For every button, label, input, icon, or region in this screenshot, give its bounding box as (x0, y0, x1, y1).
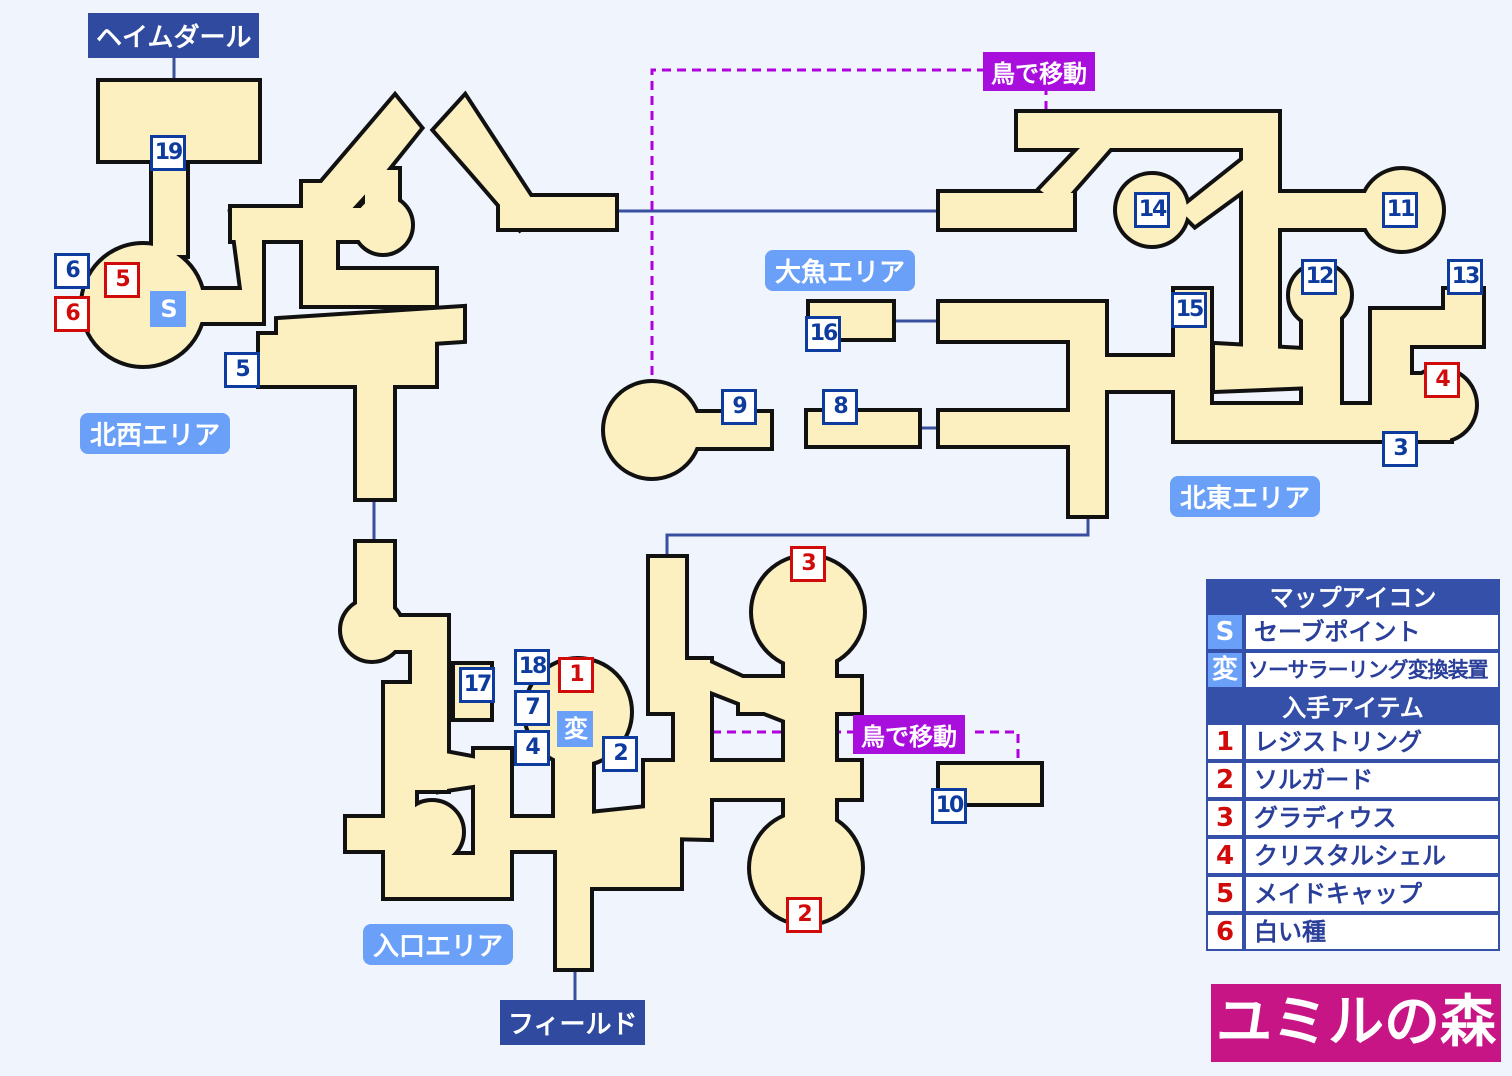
legend-label: グラディウス (1246, 801, 1498, 835)
legend-items-header: 入手アイテム (1282, 694, 1424, 722)
room-shape (590, 850, 680, 887)
item-marker[interactable]: 2 (786, 897, 822, 933)
room-shape (1105, 357, 1175, 390)
legend-icons-header: マップアイコン (1269, 584, 1437, 612)
item-marker[interactable]: 4 (1424, 362, 1460, 398)
chest-marker[interactable]: 6 (54, 253, 90, 289)
ring-transformer-marker[interactable]: 変 (557, 711, 593, 747)
item-marker[interactable]: 5 (104, 262, 140, 298)
legend-key: S (1208, 615, 1242, 649)
chest-marker[interactable]: 11 (1382, 192, 1418, 228)
map-title: ユミルの森 (1211, 984, 1501, 1062)
legend-key: 変 (1208, 653, 1242, 687)
exit-heimdall[interactable]: ヘイムダール (88, 13, 260, 58)
room-shape (940, 412, 1070, 445)
room-shape (1180, 160, 1243, 225)
legend-label: ソルガード (1246, 763, 1498, 797)
room-shape (940, 193, 1073, 228)
bird-travel-label-north[interactable]: 鳥で移動 (983, 52, 1095, 91)
chest-marker[interactable]: 18 (514, 649, 550, 685)
room-shape (278, 308, 463, 352)
chest-marker[interactable]: 5 (224, 352, 260, 388)
item-marker[interactable]: 3 (790, 546, 826, 582)
room-shape (1278, 193, 1370, 228)
legend-key: 4 (1208, 839, 1242, 873)
chest-marker[interactable]: 12 (1301, 259, 1337, 295)
area-label-bigfish: 大魚エリア (765, 250, 916, 291)
legend-label: ソーサラーリング変換装置 (1246, 653, 1498, 687)
room-shape (1445, 290, 1482, 345)
save-point-marker[interactable]: S (150, 291, 186, 327)
chest-marker[interactable]: 13 (1447, 259, 1483, 295)
legend-key: 3 (1208, 801, 1242, 835)
chest-marker[interactable]: 7 (514, 690, 550, 726)
item-marker[interactable]: 1 (558, 657, 594, 693)
legend-label: セーブポイント (1246, 615, 1498, 649)
room-shape (402, 802, 462, 862)
chest-marker[interactable]: 3 (1382, 431, 1418, 467)
legend-label: メイドキャップ (1246, 877, 1498, 911)
chest-marker[interactable]: 10 (931, 788, 967, 824)
legend-row: S セーブポイント (1208, 615, 1498, 649)
bird-travel-label-south[interactable]: 鳥で移動 (853, 715, 965, 754)
chest-marker[interactable]: 2 (602, 736, 638, 772)
room-shape (303, 270, 435, 305)
area-label-entrance: 入口エリア (363, 924, 514, 965)
area-label-northeast: 北東エリア (1170, 476, 1321, 517)
room-shape (435, 97, 540, 228)
legend-key: 2 (1208, 763, 1242, 797)
legend-row: 変 ソーサラーリング変換装置 (1208, 653, 1498, 687)
chest-marker[interactable]: 14 (1134, 192, 1170, 228)
room-shape (1070, 303, 1105, 515)
chest-marker[interactable]: 17 (459, 667, 495, 703)
chest-marker[interactable]: 8 (822, 389, 858, 425)
room-shape (557, 840, 590, 968)
area-label-northwest: 北西エリア (80, 413, 231, 454)
chest-marker[interactable]: 9 (721, 389, 757, 425)
chest-marker[interactable]: 16 (805, 316, 841, 352)
legend-label: クリスタルシェル (1246, 839, 1498, 873)
legend-key: 1 (1208, 725, 1242, 759)
room-shape (650, 558, 685, 712)
legend-key: 5 (1208, 877, 1242, 911)
room-shape (357, 335, 393, 498)
legend-label: 白い種 (1246, 915, 1498, 949)
room-shape (645, 762, 680, 810)
chest-marker[interactable]: 4 (514, 730, 550, 766)
legend-key: 6 (1208, 915, 1242, 949)
room-shape (500, 197, 615, 228)
room-shape (1018, 113, 1278, 148)
room-shape (605, 383, 699, 477)
room-shape (1040, 148, 1110, 205)
exit-field[interactable]: フィールド (500, 1000, 646, 1045)
legend-label: レジストリング (1246, 725, 1498, 759)
item-marker[interactable]: 6 (54, 296, 90, 332)
map-legend: マップアイコン S セーブポイント 変 ソーサラーリング変換装置 入手アイテム … (1206, 579, 1500, 951)
room-shape (1243, 148, 1278, 385)
chest-marker[interactable]: 15 (1171, 292, 1207, 328)
room-shape (751, 813, 861, 923)
chest-marker[interactable]: 19 (150, 135, 186, 171)
